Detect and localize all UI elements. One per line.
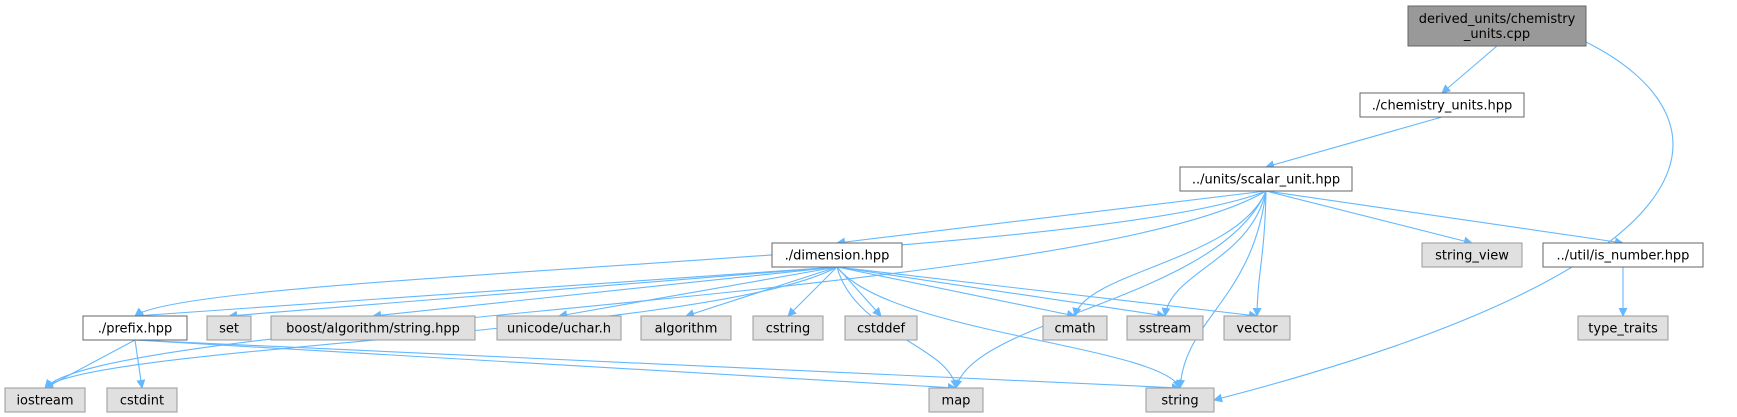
edge-dimension-to-prefix	[134, 266, 838, 320]
edge-dimension-to-sstream	[836, 266, 1166, 320]
edge-dimension-to-string	[836, 266, 1182, 389]
node-box-iostream	[4, 387, 86, 413]
node-box-prefix	[82, 315, 188, 341]
node-dimension[interactable]: ./dimension.hpp	[771, 242, 903, 268]
node-label-set: set	[219, 322, 239, 337]
edge-scalar-to-prefix	[134, 190, 1267, 317]
node-vector: vector	[1223, 315, 1291, 341]
edge-dimension-to-boost	[372, 266, 838, 320]
node-box-sstream	[1126, 315, 1204, 341]
edge-dimension-to-uchar	[558, 266, 838, 320]
node-label-map: map	[942, 394, 971, 409]
node-box-type_traits	[1577, 315, 1669, 341]
edge-dimension-to-set	[228, 266, 838, 320]
node-box-isnumber	[1542, 242, 1704, 268]
edge-scalar-to-cmath	[1072, 190, 1267, 317]
edge-dimension-to-cstring	[787, 266, 838, 317]
edge-main-to-string	[1213, 41, 1674, 403]
node-boost: boost/algorithm/string.hpp	[270, 315, 476, 341]
node-label-cstring: cstring	[766, 322, 810, 337]
node-box-boost	[270, 315, 476, 341]
edge-prefix-to-map	[134, 339, 957, 393]
node-label-prefix: ./prefix.hpp	[98, 322, 173, 337]
node-iostream: iostream	[4, 387, 86, 413]
edge-prefix-to-string	[134, 339, 1181, 393]
node-box-uchar	[496, 315, 622, 341]
node-box-string_view	[1421, 242, 1523, 268]
node-sstream: sstream	[1126, 315, 1204, 341]
edge-prefix-to-cstdint	[134, 339, 146, 389]
node-box-scalar	[1179, 166, 1353, 192]
node-cmath: cmath	[1042, 315, 1108, 341]
node-prefix[interactable]: ./prefix.hpp	[82, 315, 188, 341]
node-label-isnumber: ../util/is_number.hpp	[1557, 249, 1690, 264]
node-label-main: derived_units/chemistry	[1419, 12, 1576, 27]
node-label-iostream: iostream	[16, 394, 73, 409]
node-label-cstddef: cstddef	[857, 322, 906, 337]
edge-scalar-to-sstream	[1161, 190, 1267, 317]
node-map: map	[928, 387, 984, 413]
node-box-set	[206, 315, 252, 341]
nodes-layer: derived_units/chemistry_units.cpp ./chemi…	[4, 5, 1704, 413]
node-isnumber[interactable]: ../util/is_number.hpp	[1542, 242, 1704, 268]
node-label-sstream: sstream	[1139, 322, 1191, 337]
node-uchar: unicode/uchar.h	[496, 315, 622, 341]
edge-scalar-to-string	[1176, 190, 1267, 389]
node-box-vector	[1223, 315, 1291, 341]
node-box-chem	[1359, 92, 1525, 118]
edge-dimension-to-algorithm	[685, 266, 838, 318]
node-set: set	[206, 315, 252, 341]
node-box-string	[1145, 387, 1215, 413]
edge-dimension-to-vector	[836, 266, 1258, 320]
node-label-boost: boost/algorithm/string.hpp	[286, 322, 460, 337]
node-type_traits: type_traits	[1577, 315, 1669, 341]
node-box-cstring	[752, 315, 824, 341]
node-label-string: string	[1161, 394, 1198, 409]
node-box-dimension	[771, 242, 903, 268]
node-label-uchar: unicode/uchar.h	[507, 322, 611, 337]
edge-prefix-to-iostream	[44, 339, 136, 389]
node-box-algorithm	[640, 315, 732, 341]
node-box-main	[1407, 5, 1587, 47]
edge-scalar-to-isnumber	[1265, 190, 1624, 247]
edge-scalar-to-dimension	[836, 190, 1267, 247]
node-box-cstddef	[844, 315, 918, 341]
node-label-string_view: string_view	[1435, 249, 1509, 264]
edge-chem-to-scalar	[1265, 116, 1443, 170]
node-box-map	[928, 387, 984, 413]
node-label-cstdint: cstdint	[120, 394, 164, 409]
node-label-cmath: cmath	[1054, 322, 1095, 337]
node-main[interactable]: derived_units/chemistry_units.cpp	[1407, 5, 1587, 47]
node-cstring: cstring	[752, 315, 824, 341]
node-box-cstdint	[106, 387, 178, 413]
node-string: string	[1145, 387, 1215, 413]
edge-scalar-to-string_view	[1265, 190, 1473, 246]
edge-scalar-to-map	[953, 190, 1267, 389]
node-box-cmath	[1042, 315, 1108, 341]
node-label-vector: vector	[1236, 322, 1278, 337]
node-cstddef: cstddef	[844, 315, 918, 341]
edge-scalar-to-iostream	[44, 190, 1267, 389]
node-scalar[interactable]: ../units/scalar_unit.hpp	[1179, 166, 1353, 192]
node-string_view: string_view	[1421, 242, 1523, 268]
node-label-dimension: ./dimension.hpp	[785, 249, 890, 264]
edge-main-to-chem	[1441, 45, 1498, 94]
node-chem[interactable]: ./chemistry_units.hpp	[1359, 92, 1525, 118]
node-label-type_traits: type_traits	[1588, 322, 1658, 337]
node-label-chem: ./chemistry_units.hpp	[1372, 99, 1512, 114]
edge-scalar-to-vector	[1252, 190, 1267, 317]
node-label-scalar: ../units/scalar_unit.hpp	[1192, 173, 1340, 188]
node-label-main: _units.cpp	[1463, 27, 1530, 42]
edges-layer	[44, 41, 1674, 403]
node-cstdint: cstdint	[106, 387, 178, 413]
edge-dimension-to-cmath	[836, 266, 1076, 319]
node-label-algorithm: algorithm	[655, 322, 718, 337]
node-algorithm: algorithm	[640, 315, 732, 341]
